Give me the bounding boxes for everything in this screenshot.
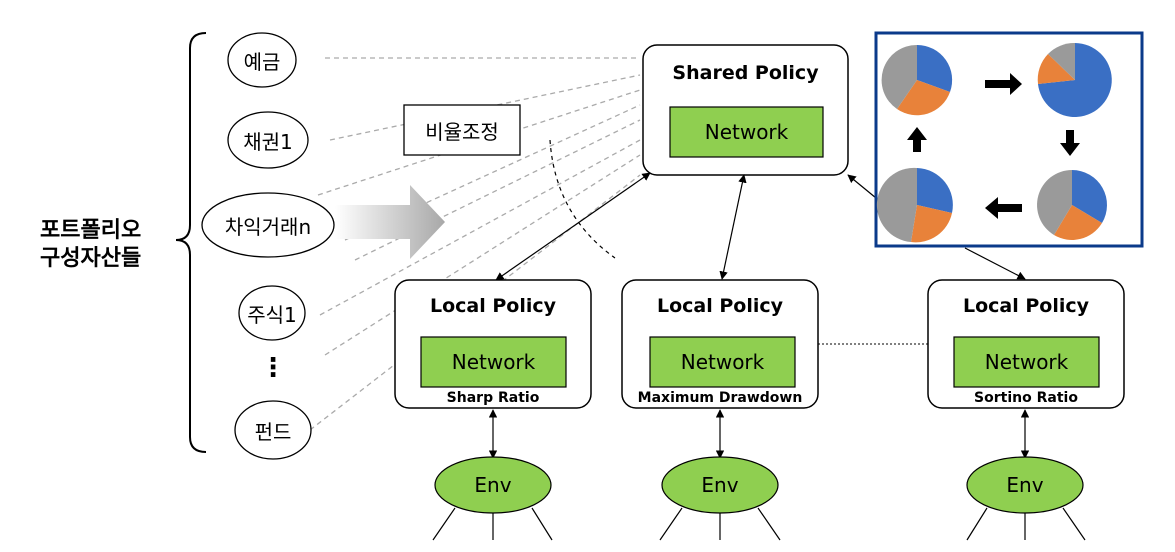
shared-network-box <box>669 106 824 158</box>
local-network-box-1 <box>420 336 567 388</box>
asset-ellipse-deposit <box>227 32 297 88</box>
asset-label-fund: 펀드 <box>254 419 292 444</box>
pie-bottom-right <box>1037 170 1107 240</box>
local-policy-title-1: Local Policy <box>429 295 557 317</box>
asset-ellipse-arbitrage <box>201 192 335 258</box>
inset-arrow-up <box>907 127 927 152</box>
group-label-line2: 구성자산들 <box>40 246 142 271</box>
asset-label-deposit: 예금 <box>243 49 281 74</box>
inset-arrow-left <box>985 197 1022 219</box>
env-label-1: Env <box>474 473 512 497</box>
asset-ellipse-bond <box>227 111 309 169</box>
local-metric-1: Sharp Ratio <box>446 390 540 406</box>
rebalance-box <box>403 104 521 156</box>
arrow-shared-local-1 <box>495 172 651 281</box>
local-policy-title-2: Local Policy <box>656 295 784 317</box>
big-arrow <box>335 185 445 259</box>
rebalancing-inset <box>874 31 1144 248</box>
env-legs <box>432 507 1086 541</box>
local-metric-3: Sortino Ratio <box>974 390 1078 406</box>
arrow-inset-local-3 <box>964 247 1026 280</box>
pie-bottom-left <box>876 167 953 243</box>
asset-ellipse-fund <box>234 400 312 460</box>
rebalance-label: 비율조정 <box>425 119 499 144</box>
group-label-line1: 포트폴리오 <box>40 218 142 243</box>
arrow-shared-local-2 <box>719 174 747 280</box>
local-network-box-2 <box>649 336 796 388</box>
shared-network-label: Network <box>704 120 789 144</box>
local-network-label-2: Network <box>680 350 765 374</box>
asset-label-arbitrage: 차익거래n <box>224 214 312 239</box>
local-network-label-3: Network <box>984 350 1069 374</box>
asset-ellipse-stock <box>238 285 306 341</box>
env-label-2: Env <box>701 473 739 497</box>
local-network-label-1: Network <box>451 350 536 374</box>
asset-label-stock: 주식1 <box>247 302 297 327</box>
local-network-box-3 <box>953 336 1100 388</box>
dashed-arc <box>549 139 616 259</box>
asset-label-bond: 채권1 <box>243 129 293 154</box>
pie-top-right <box>1037 42 1112 117</box>
asset-ellipsis: ⋮ <box>260 353 286 383</box>
group-brace <box>175 32 207 453</box>
env-label-3: Env <box>1006 473 1044 497</box>
local-policy-title-3: Local Policy <box>962 295 1090 317</box>
local-metric-2: Maximum Drawdown <box>637 390 803 406</box>
shared-policy-title: Shared Policy <box>672 62 819 84</box>
inset-arrow-right <box>985 73 1022 95</box>
pie-top-left <box>881 44 953 116</box>
inset-arrow-down <box>1060 130 1080 156</box>
arrow-shared-inset <box>847 174 877 199</box>
